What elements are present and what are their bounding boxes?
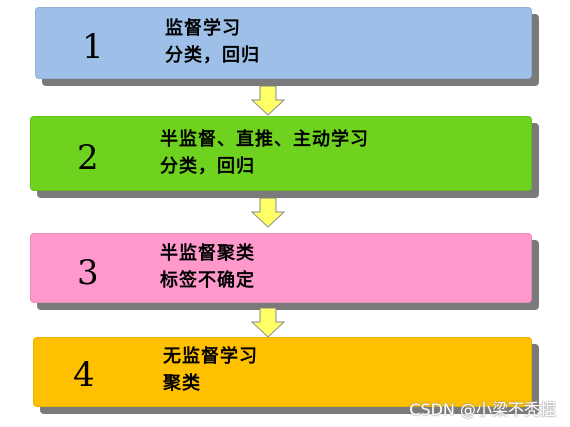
step-text-2-line2: 分类，回归 bbox=[160, 156, 255, 177]
step-text-4-line1: 无监督学习 bbox=[163, 346, 258, 367]
step-text-1-line2: 分类，回归 bbox=[165, 45, 260, 66]
step-number-1: 1 bbox=[82, 27, 104, 67]
step-number-4: 4 bbox=[73, 355, 95, 395]
step-text-2-line1: 半监督、直推、主动学习 bbox=[160, 129, 369, 150]
step-box-2 bbox=[30, 116, 532, 191]
step-text-4-line2: 聚类 bbox=[163, 373, 201, 394]
step-text-3-line1: 半监督聚类 bbox=[160, 243, 255, 264]
step-text-3-line2: 标签不确定 bbox=[160, 270, 255, 291]
down-arrow-icon bbox=[250, 198, 286, 228]
down-arrow-icon bbox=[250, 86, 286, 116]
step-number-3: 3 bbox=[77, 253, 99, 293]
step-box-1 bbox=[35, 7, 532, 79]
step-box-4 bbox=[33, 337, 532, 407]
down-arrow-icon bbox=[250, 308, 286, 338]
step-number-2: 2 bbox=[77, 138, 99, 178]
step-text-1-line1: 监督学习 bbox=[165, 18, 241, 39]
step-box-3 bbox=[30, 233, 532, 303]
watermark: CSDN @小梁不秃捏 bbox=[409, 400, 556, 419]
